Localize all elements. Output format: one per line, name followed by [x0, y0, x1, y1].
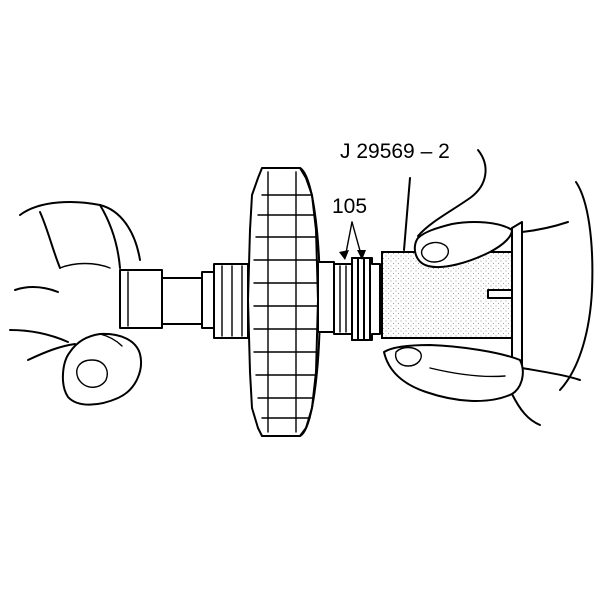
- shaft-splines: [213, 263, 249, 339]
- part-arrowhead-left: [339, 250, 349, 260]
- seal-ring-hub: [317, 257, 381, 341]
- drive-gear: [247, 167, 321, 437]
- seal-ring-right: [363, 257, 371, 341]
- shaft-shoulder: [201, 271, 215, 329]
- part-callout-label: 105: [332, 195, 367, 218]
- seal-ring-left: [351, 257, 359, 341]
- tool-leader-line: [403, 177, 411, 251]
- tool-callout-label: J 29569 – 2: [340, 140, 450, 163]
- shaft-assembly: [119, 263, 249, 339]
- tool-slot: [487, 289, 513, 299]
- right-hand: [383, 149, 594, 426]
- left-hand: [9, 201, 142, 406]
- shaft-end-collar: [119, 269, 163, 329]
- leader-lines: [339, 177, 411, 260]
- part-arrowhead-right: [357, 250, 366, 260]
- shaft-journal: [161, 277, 203, 325]
- tool-flange: [511, 221, 523, 375]
- hub-collar: [317, 261, 335, 333]
